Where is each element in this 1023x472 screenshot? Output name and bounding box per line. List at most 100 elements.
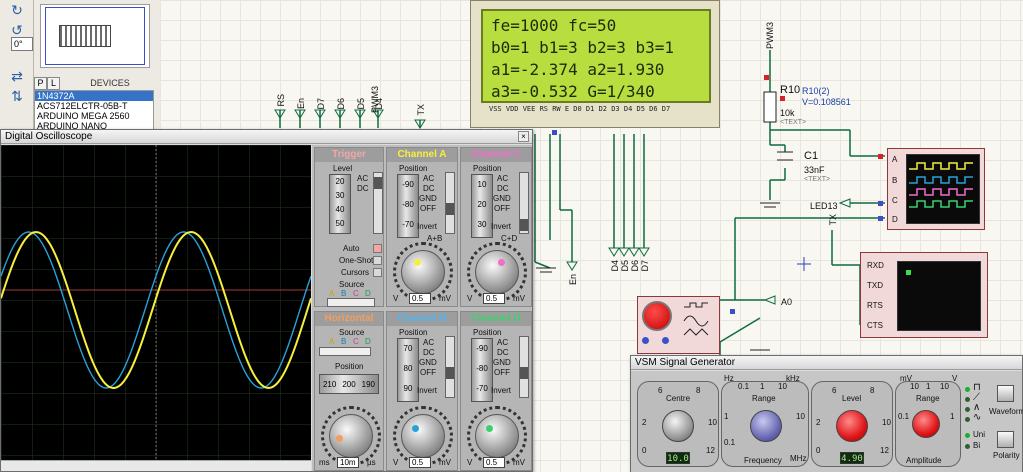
- virtual-oscilloscope-component[interactable]: A B C D: [887, 148, 985, 230]
- scope-pin-d: D: [892, 215, 898, 224]
- pick-devices-button[interactable]: P: [34, 77, 47, 90]
- net-label-tx-terminal: TX: [828, 214, 838, 226]
- channel-d-coupling-switch[interactable]: [519, 336, 529, 398]
- position-tick: 90: [403, 384, 413, 393]
- unit-label: mV: [513, 458, 525, 467]
- source-d: D: [365, 289, 371, 298]
- oscilloscope-screen[interactable]: [1, 145, 312, 460]
- centre-knob[interactable]: [662, 410, 694, 442]
- auto-toggle[interactable]: [373, 244, 382, 253]
- channel-b-mode: OFF: [420, 368, 436, 377]
- channel-c-scale-knob[interactable]: [475, 250, 519, 294]
- channel-c-scale-readout: 0.5: [483, 293, 505, 304]
- channel-c-coupling-switch[interactable]: [519, 172, 529, 234]
- oscilloscope-window[interactable]: Digital Oscilloscope × Trigger Level 20 …: [0, 129, 533, 472]
- source-d: D: [365, 337, 371, 346]
- range-tick: 0.1: [724, 438, 736, 447]
- device-item[interactable]: 1N4372A: [35, 91, 153, 101]
- rotation-angle-input[interactable]: [11, 37, 33, 51]
- device-item[interactable]: ACS712ELCTR-05B-T: [37, 101, 128, 111]
- trigger-source-slider[interactable]: [327, 298, 375, 307]
- channel-d-position-dial[interactable]: -90 -80 -70: [471, 338, 493, 402]
- trigger-mode-cursors[interactable]: Cursors: [341, 268, 370, 277]
- signal-generator-component[interactable]: [637, 296, 720, 354]
- channel-a-position-dial[interactable]: -90 -80 -70: [397, 174, 419, 238]
- trigger-mode-oneshot[interactable]: One-Shot: [339, 256, 374, 265]
- position-tick: 200: [342, 380, 356, 389]
- level-knob[interactable]: [836, 410, 868, 442]
- centre-tick: 10: [708, 418, 717, 427]
- waveform-led-square: [965, 387, 970, 392]
- oscilloscope-title: Digital Oscilloscope: [5, 131, 93, 142]
- channel-c-combo[interactable]: C+D: [501, 234, 518, 243]
- close-icon[interactable]: ×: [518, 131, 529, 142]
- schematic-overview[interactable]: [40, 4, 150, 68]
- position-tick: 80: [403, 364, 413, 373]
- channel-d-scale-knob[interactable]: [475, 414, 519, 458]
- r10-text: <TEXT>: [780, 119, 807, 126]
- channel-b-position-dial[interactable]: 70 80 90: [397, 338, 419, 402]
- cursors-toggle[interactable]: [373, 268, 382, 277]
- overview-viewport-frame[interactable]: [45, 7, 145, 65]
- oscilloscope-titlebar[interactable]: Digital Oscilloscope ×: [1, 130, 532, 144]
- rotate-ccw-icon[interactable]: ↺: [11, 23, 23, 39]
- mirror-h-icon[interactable]: ⇄: [11, 69, 23, 85]
- trigger-level-dial[interactable]: 20 30 40 50: [329, 174, 351, 234]
- channel-a-combo[interactable]: A+B: [427, 234, 443, 243]
- source-a: A: [329, 337, 335, 346]
- channel-a-scale-knob[interactable]: [401, 250, 445, 294]
- device-item[interactable]: ARDUINO NANO: [37, 121, 108, 130]
- channel-b-scale-knob[interactable]: [401, 414, 445, 458]
- channel-b-position-label: Position: [399, 328, 428, 337]
- range-tick: 1: [724, 412, 729, 421]
- level-tick: 2: [816, 418, 821, 427]
- rotate-cw-icon[interactable]: ↻: [11, 3, 23, 19]
- amplitude-range-knob[interactable]: [912, 410, 940, 438]
- virtual-terminal-component[interactable]: RXD TXD RTS CTS: [860, 252, 988, 338]
- channel-d-invert: Invert: [491, 386, 512, 395]
- frequency-range-knob[interactable]: [750, 410, 782, 442]
- range-tick: 0.1: [738, 382, 750, 391]
- horizontal-position-dial[interactable]: 210 200 190: [319, 374, 379, 394]
- net-label-tx: TX: [416, 104, 426, 116]
- lcd-module[interactable]: fe=1000 fc=50 b0=1 b1=3 b2=3 b3=1 a1=-2.…: [470, 0, 720, 128]
- range-tick: 10: [796, 412, 805, 421]
- mirror-v-icon[interactable]: ⇅: [11, 89, 23, 105]
- terminal-cursor: [906, 270, 911, 275]
- horizontal-section: Horizontal Source A B C D Position 210 2…: [314, 311, 384, 471]
- oscilloscope-traces: [1, 145, 312, 460]
- unit-v: V: [952, 374, 958, 383]
- oneshot-toggle[interactable]: [373, 256, 382, 265]
- polarity-button[interactable]: [997, 431, 1014, 448]
- trigger-coupling-switch[interactable]: [373, 172, 383, 234]
- c1-value: 33nF: [804, 165, 825, 175]
- net-label-a0: A0: [781, 297, 793, 307]
- trigger-mode-auto[interactable]: Auto: [343, 244, 360, 253]
- lcd-line: fe=1000 fc=50: [491, 16, 617, 35]
- level-readout: 4.90: [840, 452, 864, 464]
- channel-b-coupling-switch[interactable]: [445, 336, 455, 398]
- unit-mhz: MHz: [790, 454, 807, 463]
- range-tick: 10: [778, 382, 787, 391]
- level-tick: 40: [335, 205, 345, 214]
- timebase-knob[interactable]: [329, 414, 373, 458]
- position-tick: 10: [477, 180, 487, 189]
- signal-generator-title: VSM Signal Generator: [635, 357, 736, 368]
- channel-a-coupling-switch[interactable]: [445, 172, 455, 234]
- signal-generator-window[interactable]: VSM Signal Generator Centre 0 2 6 8 10 1…: [630, 355, 1023, 472]
- unit-label: V: [393, 458, 399, 467]
- signal-generator-titlebar[interactable]: VSM Signal Generator: [631, 356, 1022, 370]
- library-button[interactable]: L: [47, 77, 60, 90]
- device-list[interactable]: 1N4372A ACS712ELCTR-05B-T ARDUINO MEGA 2…: [34, 90, 154, 130]
- waveform-led-triangle: [965, 407, 970, 412]
- device-item[interactable]: ARDUINO MEGA 2560: [37, 111, 130, 121]
- oscilloscope-scrollbar[interactable]: [1, 460, 311, 471]
- waveform-button[interactable]: [997, 385, 1014, 402]
- channel-d-mode: GND: [493, 358, 511, 367]
- horizontal-source-slider[interactable]: [319, 347, 371, 356]
- generator-waveform-icons: [683, 302, 709, 336]
- net-label-d4-bottom: D4: [610, 260, 620, 272]
- position-tick: 20: [477, 200, 487, 209]
- channel-c-position-dial[interactable]: 10 20 30: [471, 174, 493, 238]
- polarity-led-uni: [965, 433, 970, 438]
